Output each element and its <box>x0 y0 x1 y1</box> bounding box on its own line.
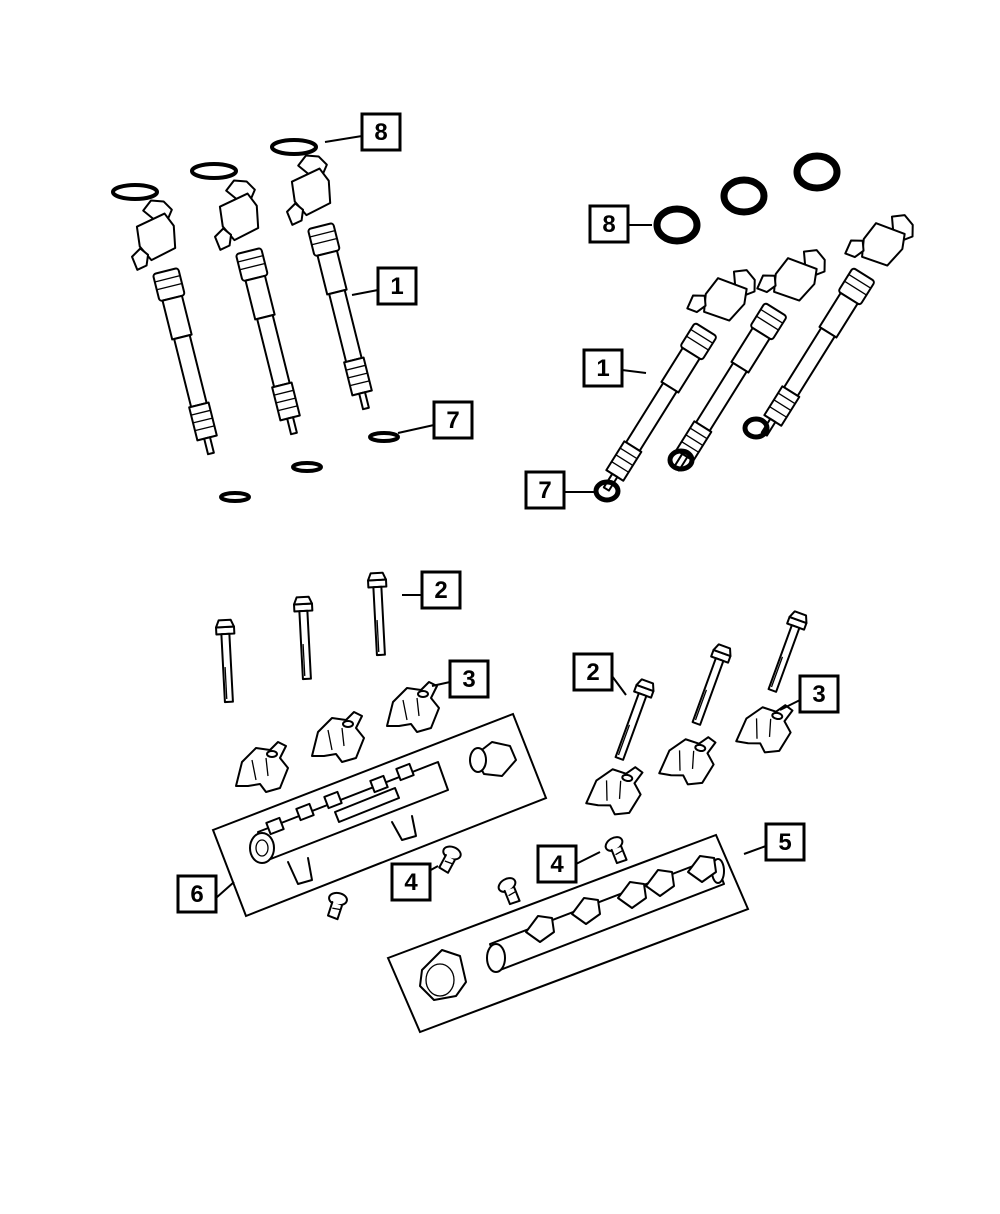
svg-text:8: 8 <box>602 211 615 238</box>
svg-text:1: 1 <box>390 273 403 300</box>
seal-ring-8 <box>270 138 318 156</box>
clamp-3 <box>386 681 440 733</box>
clamp-3 <box>657 728 720 790</box>
fuel-rail-5 <box>419 855 725 1001</box>
o-ring-7 <box>667 448 695 472</box>
o-ring-7 <box>368 431 400 443</box>
callout-6: 6 <box>176 874 218 914</box>
fuel-injector <box>273 150 388 417</box>
callout-1: 1 <box>582 348 624 388</box>
seal-ring-8 <box>720 176 768 216</box>
o-ring-7 <box>593 479 621 503</box>
seal-ring-8 <box>190 162 238 180</box>
callout-7: 7 <box>432 400 474 440</box>
svg-text:6: 6 <box>190 881 203 908</box>
callout-7: 7 <box>524 470 566 510</box>
bolt-2 <box>214 618 239 704</box>
seal-ring-8 <box>653 205 701 245</box>
injector-set-right <box>580 152 921 503</box>
screw-4 <box>435 843 464 876</box>
svg-text:7: 7 <box>446 407 459 434</box>
callout-1: 1 <box>376 266 418 306</box>
callout-8: 8 <box>588 204 630 244</box>
svg-text:4: 4 <box>404 869 418 896</box>
callout-5: 5 <box>764 822 806 862</box>
callout-2: 2 <box>572 652 614 692</box>
leader-lines <box>215 135 801 899</box>
seal-ring-8 <box>111 183 159 201</box>
svg-text:2: 2 <box>434 577 447 604</box>
svg-text:3: 3 <box>812 681 825 708</box>
fuel-rail-5-frame <box>386 833 750 1034</box>
callout-3: 3 <box>798 674 840 714</box>
clamp-3 <box>235 741 289 793</box>
callout-4: 4 <box>390 862 432 902</box>
o-ring-7 <box>219 491 251 503</box>
callout-3: 3 <box>448 659 490 699</box>
svg-text:2: 2 <box>586 659 599 686</box>
bolt-2 <box>609 677 657 763</box>
fuel-rail-6 <box>249 741 517 885</box>
svg-text:3: 3 <box>462 666 475 693</box>
svg-text:8: 8 <box>374 119 387 146</box>
bolt-2 <box>366 571 391 657</box>
seal-ring-8 <box>793 152 841 192</box>
callout-8: 8 <box>360 112 402 152</box>
callout-4: 4 <box>536 844 578 884</box>
screw-4 <box>495 874 526 908</box>
clamp-3 <box>584 758 647 820</box>
o-ring-7 <box>291 461 323 473</box>
screw-4 <box>602 833 633 867</box>
injector-set-left <box>111 138 400 503</box>
svg-text:1: 1 <box>596 355 609 382</box>
clamp-3 <box>311 711 365 763</box>
bolt-2 <box>686 642 734 728</box>
svg-text:4: 4 <box>550 851 564 878</box>
bolt-2 <box>292 595 317 681</box>
svg-text:7: 7 <box>538 477 551 504</box>
fuel-rail-assembly-right <box>386 609 810 1034</box>
svg-text:5: 5 <box>778 829 791 856</box>
o-ring-7 <box>742 416 770 440</box>
callout-2: 2 <box>420 570 462 610</box>
fuel-rail-6-frame <box>211 712 548 918</box>
fuel-rail-assembly-left <box>211 571 548 922</box>
screw-4 <box>324 890 349 922</box>
